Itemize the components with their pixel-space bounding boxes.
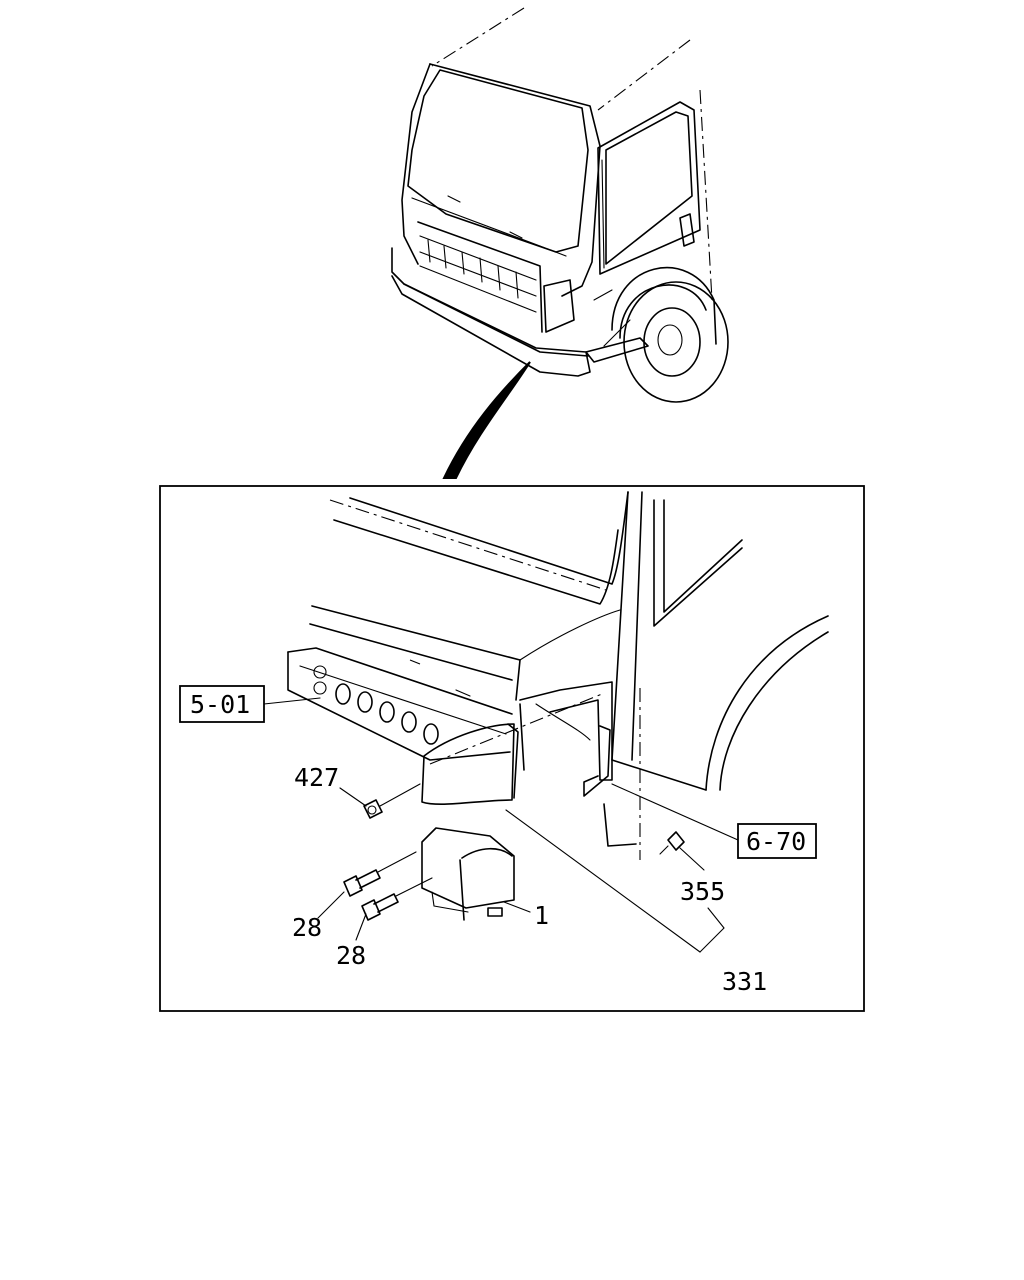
detail-pointer-arrow bbox=[442, 361, 531, 479]
callout-6-70: 6-70 bbox=[746, 827, 806, 856]
truck-overview-illustration bbox=[391, 7, 729, 403]
callout-331: 331 bbox=[722, 967, 767, 996]
callout-355: 355 bbox=[680, 877, 725, 906]
callout-1: 1 bbox=[534, 901, 549, 930]
detail-frame bbox=[159, 485, 865, 1012]
callout-28-upper: 28 bbox=[292, 913, 322, 942]
callout-box-6-70 bbox=[737, 823, 817, 859]
cab-corner-illustration bbox=[287, 491, 829, 921]
callout-28-lower: 28 bbox=[336, 941, 366, 970]
leader-lines bbox=[263, 697, 739, 953]
callout-box-5-01 bbox=[179, 685, 265, 723]
callout-427: 427 bbox=[294, 763, 339, 792]
callout-5-01: 5-01 bbox=[190, 690, 250, 719]
